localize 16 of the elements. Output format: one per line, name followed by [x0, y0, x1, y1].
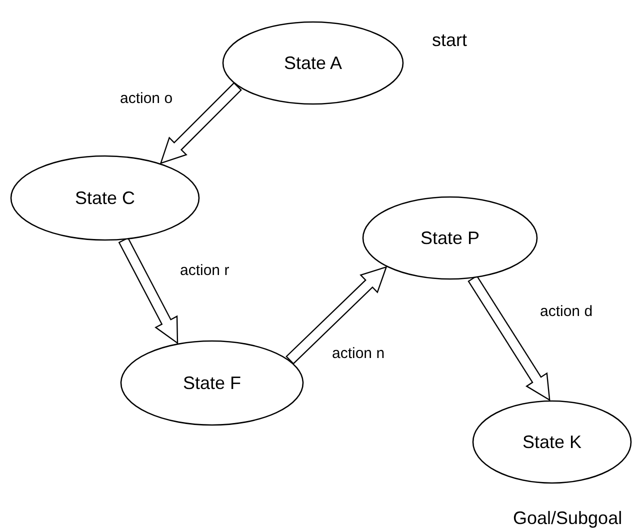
hollow-arrow — [118, 237, 178, 344]
state-ellipse — [472, 400, 632, 484]
state-ellipse — [10, 155, 200, 241]
state-label: State P — [420, 228, 480, 248]
hollow-arrow — [160, 82, 242, 164]
state-label: State A — [284, 52, 342, 74]
state-label: State C — [74, 188, 136, 208]
state-ellipse — [222, 21, 404, 105]
state-label: State F — [182, 372, 242, 394]
state-caption: Goal/Subgoal — [513, 508, 622, 529]
state-label: State K — [522, 432, 582, 452]
hollow-arrow — [286, 266, 388, 365]
state-caption: start — [432, 30, 468, 51]
state-ellipse — [120, 340, 304, 426]
hollow-arrow — [468, 275, 550, 402]
state-ellipse — [362, 196, 538, 280]
